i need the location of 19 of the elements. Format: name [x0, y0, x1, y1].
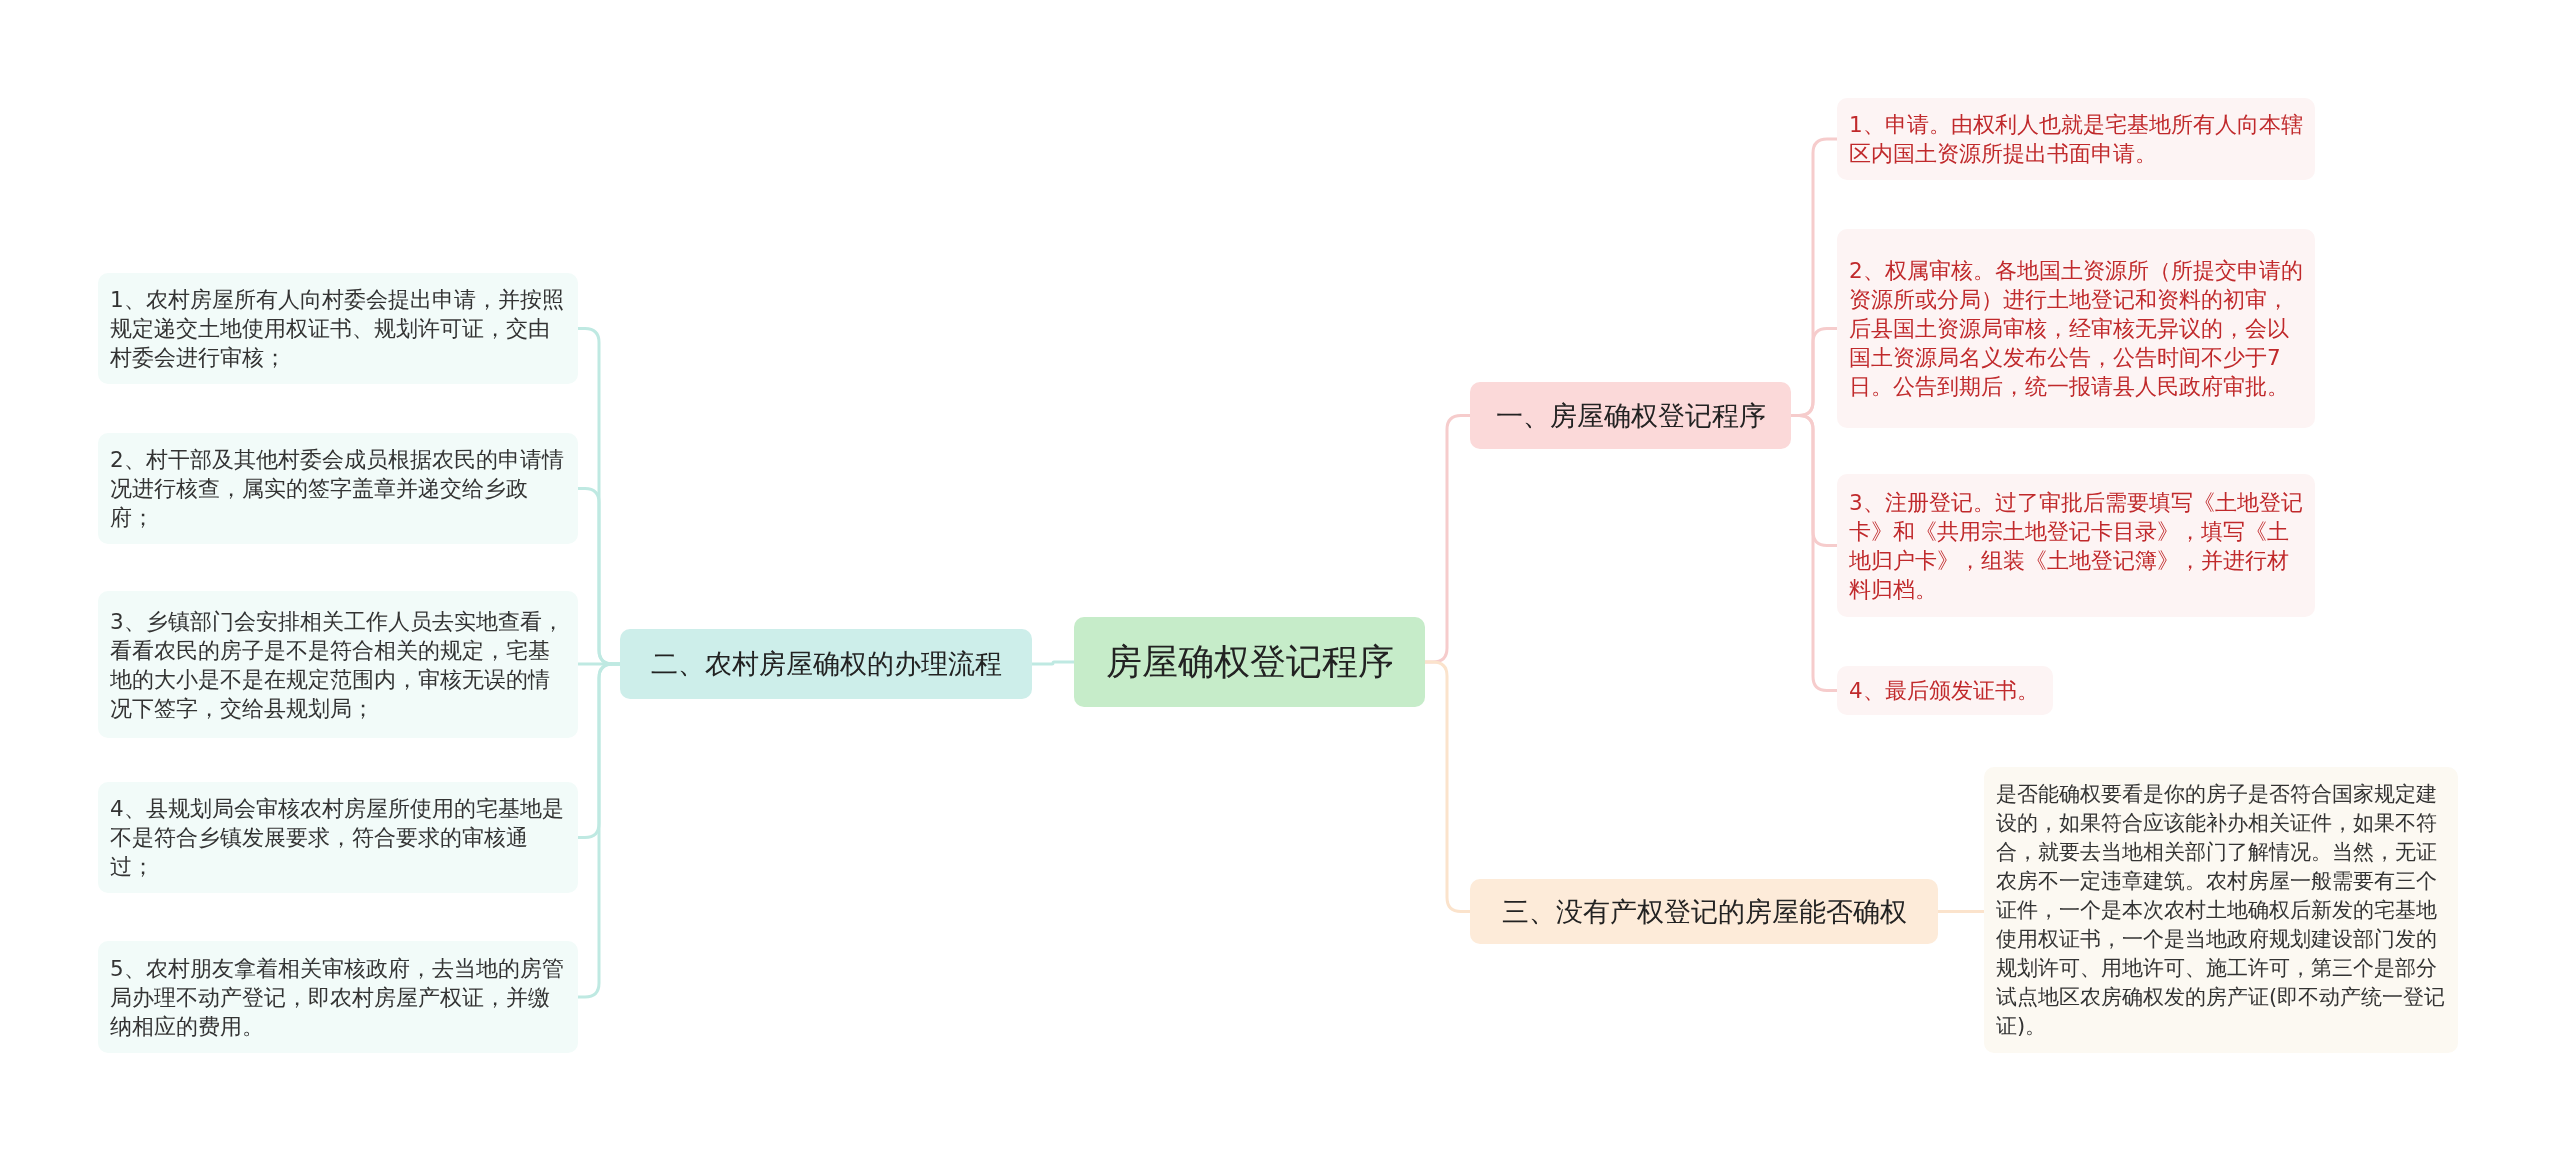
connector-line [1032, 660, 1074, 666]
branch-topic-box: 一、房屋确权登记程序 [1470, 382, 1791, 449]
note-box: 5、农村朋友拿着相关审核政府，去当地的房管局办理不动产登记，即农村房屋产权证，并缴纳相应的费用。 [98, 941, 578, 1053]
note-box: 2、村干部及其他村委会成员根据农民的申请情况进行核查，属实的签字盖章并递交给乡政府； [98, 433, 578, 544]
note-box: 3、乡镇部门会安排相关工作人员去实地查看，看看农民的房子是不是符合相关的规定，宅基地的大小是不是在规定范围内，审核无误的情况下签字，交给县规划局； [98, 591, 578, 738]
branch-topic-box: 二、农村房屋确权的办理流程 [620, 629, 1032, 699]
note-box: 2、权属审核。各地国土资源所（所提交申请的资源所或分局）进行土地登记和资料的初审，后县国土资源局审核，经审核无异议的，会以国土资源局名义发布公告，公告时间不少于7日。公告到期后，统一报请县人民政府审批。 [1837, 229, 2315, 428]
note-box: 4、最后颁发证书。 [1837, 666, 2053, 715]
central-topic-box: 房屋确权登记程序 [1074, 617, 1425, 707]
branch-topic-box: 三、没有产权登记的房屋能否确权 [1470, 879, 1938, 944]
note-box: 1、农村房屋所有人向村委会提出申请，并按照规定递交土地使用权证书、规划许可证，交由村委会进行审核； [98, 273, 578, 384]
note-box: 是否能确权要看是你的房子是否符合国家规定建设的，如果符合应该能补办相关证件，如果不符合，就要去当地相关部门了解情况。当然，无证农房不一定违章建筑。农村房屋一般需要有三个证件，一个是本次农村土地确权后新发的宅基地使用权证书，一个是当地政府规划建设部门发的规划许可、用地许可、施工许可，第三个是部分试点地区农房确权发的房产证(即不动产统一登记证)。 [1984, 767, 2458, 1053]
note-box: 4、县规划局会审核农村房屋所使用的宅基地是不是符合乡镇发展要求，符合要求的审核通过； [98, 782, 578, 893]
connector-line [1425, 660, 1470, 913]
connector-line [1938, 910, 1984, 913]
note-box: 1、申请。由权利人也就是宅基地所有人向本辖区内国土资源所提出书面申请。 [1837, 98, 2315, 180]
connector-line [1791, 414, 1837, 692]
connector-line [578, 662, 620, 999]
note-box: 3、注册登记。过了审批后需要填写《土地登记卡》和《共用宗土地登记卡目录》，填写《土地归户卡》，组装《土地登记簿》，并进行材料归档。 [1837, 474, 2315, 617]
